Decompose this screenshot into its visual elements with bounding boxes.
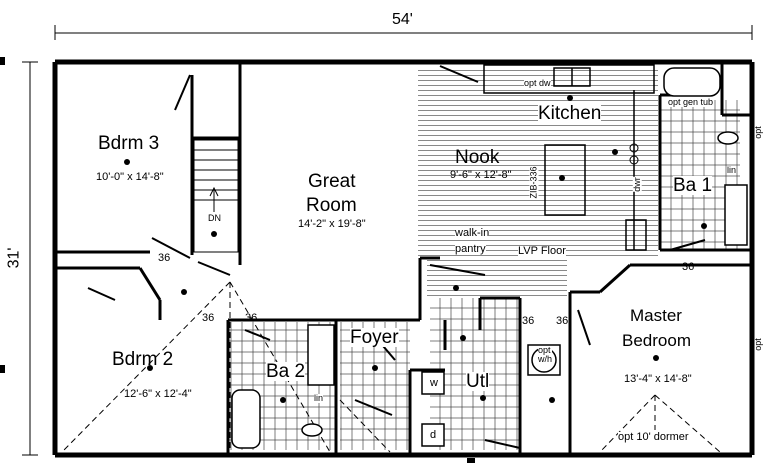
lvp-floor-lower bbox=[427, 258, 567, 298]
great-room-size: 14'-2" x 19'-8" bbox=[298, 218, 366, 230]
bath-fixtures bbox=[231, 67, 748, 449]
dryer-label: d bbox=[430, 429, 437, 441]
washer-box bbox=[421, 371, 445, 395]
stairs-down-label: DN bbox=[208, 213, 221, 223]
opt-wh-label: opt w/h bbox=[538, 345, 553, 364]
door-size: 36 bbox=[202, 312, 215, 324]
nook-name: Nook bbox=[455, 147, 500, 168]
opt-window-note-lower: opt bbox=[752, 338, 763, 351]
ba1-toilet bbox=[717, 131, 739, 145]
garden-tub bbox=[663, 67, 721, 97]
door-size: 36 bbox=[522, 315, 535, 327]
light-fixtures bbox=[124, 95, 707, 403]
door-size: 36 bbox=[158, 252, 171, 264]
ba2-linen-label: lin bbox=[314, 393, 324, 403]
door-size: 36 bbox=[556, 315, 569, 327]
nook-size: 9'-6" x 12'-8" bbox=[450, 169, 512, 181]
dimension-lines bbox=[22, 25, 753, 456]
great-room-name-2: Room bbox=[306, 195, 357, 216]
lvp-floor bbox=[418, 68, 658, 258]
door-size: 36 bbox=[682, 261, 695, 273]
overall-depth: 31' bbox=[5, 247, 23, 269]
bdrm2-size: 12'-6" x 12'-4" bbox=[124, 388, 192, 400]
master-name-2: Bedroom bbox=[622, 331, 691, 350]
doors bbox=[87, 65, 706, 449]
ba2-name: Ba 2 bbox=[266, 361, 306, 382]
kitchen-island bbox=[544, 144, 586, 216]
floor-note: LVP Floor bbox=[518, 245, 566, 257]
ba1-linen-label: lin bbox=[727, 165, 737, 175]
cooktop bbox=[629, 143, 639, 165]
overall-width: 54' bbox=[392, 11, 413, 28]
bdrm2-name: Bdrm 2 bbox=[112, 349, 174, 370]
dryer-box bbox=[421, 423, 445, 447]
floor-finishes bbox=[228, 68, 740, 450]
opt-dw-note: opt dw bbox=[524, 78, 551, 88]
walkin-pantry-1: walk-in bbox=[455, 227, 490, 239]
ba1-name: Ba 1 bbox=[673, 175, 713, 196]
bdrm3-size: 10'-0" x 14'-8" bbox=[96, 171, 164, 183]
washer-label: w bbox=[430, 377, 438, 389]
kitchen-cabinets bbox=[483, 64, 655, 251]
great-room-name-1: Great bbox=[308, 171, 356, 192]
opt-gen-tub-note: opt gen tub bbox=[668, 97, 714, 107]
foyer-name: Foyer bbox=[350, 327, 399, 348]
exterior-walls bbox=[52, 59, 755, 458]
windows bbox=[0, 57, 475, 463]
walkin-pantry-2: pantry bbox=[455, 243, 486, 255]
ba2-toilet bbox=[301, 423, 323, 437]
opt-dormer-note: opt 10' dormer bbox=[618, 431, 689, 443]
master-size: 13'-4" x 14'-8" bbox=[624, 373, 692, 385]
bdrm3-name: Bdrm 3 bbox=[98, 133, 160, 154]
kitchen-name: Kitchen bbox=[538, 103, 602, 124]
door-size: 36 bbox=[245, 312, 258, 324]
ba1-vanity bbox=[724, 184, 748, 246]
ba2-vanity bbox=[307, 324, 335, 386]
utl-name: Utl bbox=[466, 371, 490, 392]
opt-window-note-upper: opt bbox=[752, 126, 763, 139]
stairs bbox=[193, 139, 239, 253]
master-name-1: Master bbox=[630, 306, 682, 325]
ba2-tub bbox=[231, 389, 261, 449]
dwr-label: dwr bbox=[631, 177, 642, 192]
zib-label: ZIB-336 bbox=[528, 166, 539, 199]
